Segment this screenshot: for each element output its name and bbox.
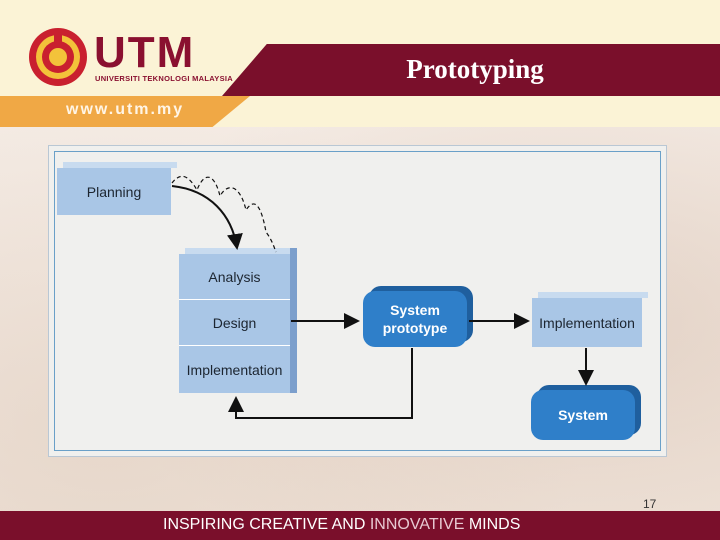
title-bar: [222, 44, 720, 96]
prototype-line1: System: [390, 302, 440, 318]
design-label: Design: [212, 314, 257, 331]
slogan-part2: INNOVATIVE: [369, 516, 465, 533]
website-url: www.utm.my: [66, 101, 185, 118]
url-bar: [0, 96, 250, 127]
analysis-box: Analysis: [179, 248, 296, 300]
utm-seal-icon: [29, 28, 87, 86]
implementation-right-box: Implementation: [532, 292, 648, 347]
logo-wordmark: UTM: [94, 28, 196, 77]
implementation-left-box: Implementation: [179, 346, 290, 393]
planning-box: Planning: [57, 162, 177, 215]
system-prototype-box: System prototype: [363, 291, 467, 347]
implementation-left-label: Implementation: [186, 361, 283, 378]
system-box: System: [531, 390, 635, 440]
prototype-line2: prototype: [382, 320, 448, 336]
footer-slogan: INSPIRING CREATIVE AND INNOVATIVE MINDS: [163, 516, 520, 534]
implementation-right-label: Implementation: [539, 314, 635, 331]
dashed-iteration-line: [171, 175, 277, 253]
planning-to-analysis-arrow: [171, 185, 243, 250]
system-label: System: [558, 407, 608, 423]
slogan-part3: MINDS: [468, 516, 521, 533]
slide-title: Prototyping: [406, 54, 544, 84]
design-box: Design: [179, 300, 290, 346]
page-number: 17: [643, 497, 657, 511]
footer-bar: [0, 511, 720, 540]
logo-subtitle: UNIVERSITI TEKNOLOGI MALAYSIA: [95, 74, 234, 83]
analysis-label: Analysis: [208, 268, 261, 285]
slogan-part1: INSPIRING CREATIVE AND: [163, 516, 366, 533]
planning-label: Planning: [86, 183, 142, 200]
prototype-feedback-arrow: [228, 348, 413, 419]
